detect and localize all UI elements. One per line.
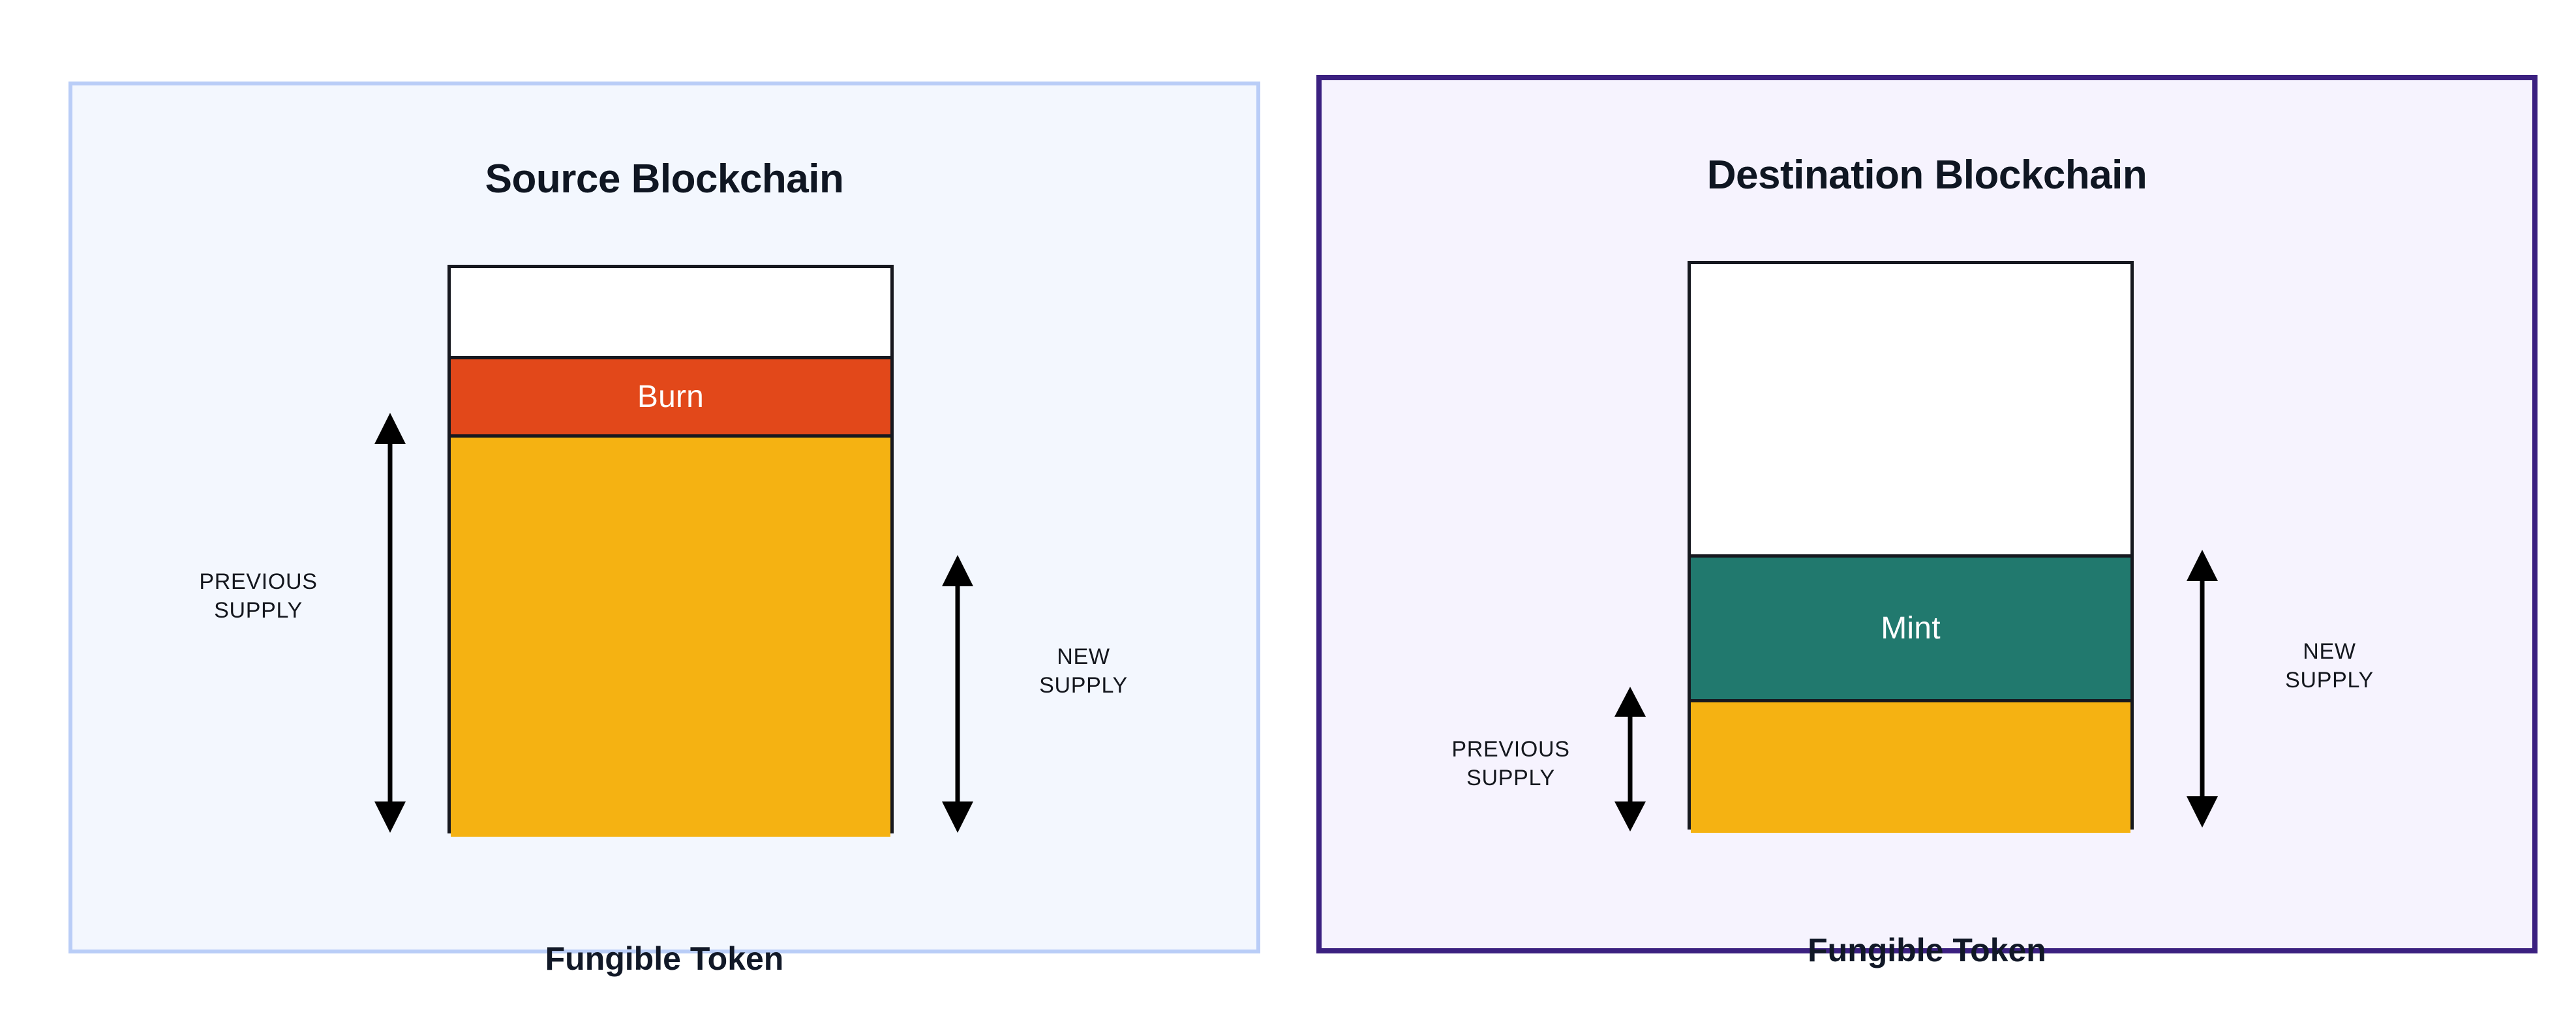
source-previous-supply-label: PREVIOUS SUPPLY: [199, 569, 318, 623]
destination-mint-label: Mint: [1881, 610, 1941, 646]
destination-panel-caption: Fungible Token: [1808, 932, 2046, 968]
destination-segment-mint: Mint: [1691, 554, 2130, 699]
source-segment-empty: [451, 268, 890, 356]
destination-segment-base-supply: [1691, 699, 2130, 833]
source-blockchain-panel: Source Blockchain Burn PREVIOUS SUPPLY: [68, 82, 1260, 977]
source-segment-base-supply: [451, 434, 890, 837]
destination-previous-supply-label: PREVIOUS SUPPLY: [1451, 737, 1570, 790]
source-new-supply-label: NEW SUPPLY: [1039, 644, 1128, 698]
source-new-supply-arrow: [937, 554, 978, 834]
destination-panel-title: Destination Blockchain: [1706, 153, 2147, 198]
destination-previous-supply-arrow: [1609, 685, 1651, 833]
source-previous-supply-arrow: [369, 412, 411, 834]
source-segment-burn: Burn: [451, 356, 890, 434]
destination-new-supply-label: NEW SUPPLY: [2285, 639, 2374, 693]
destination-segment-empty: [1691, 264, 2130, 554]
source-token-supply-bar: Burn: [447, 265, 894, 837]
source-panel-title: Source Blockchain: [485, 157, 844, 202]
destination-token-supply-bar: Mint: [1688, 261, 2134, 833]
source-panel-caption: Fungible Token: [545, 940, 784, 977]
destination-blockchain-panel: Destination Blockchain Mint PREVIOUS SUP…: [1316, 75, 2538, 968]
source-burn-label: Burn: [637, 379, 705, 414]
destination-new-supply-arrow: [2181, 548, 2223, 829]
